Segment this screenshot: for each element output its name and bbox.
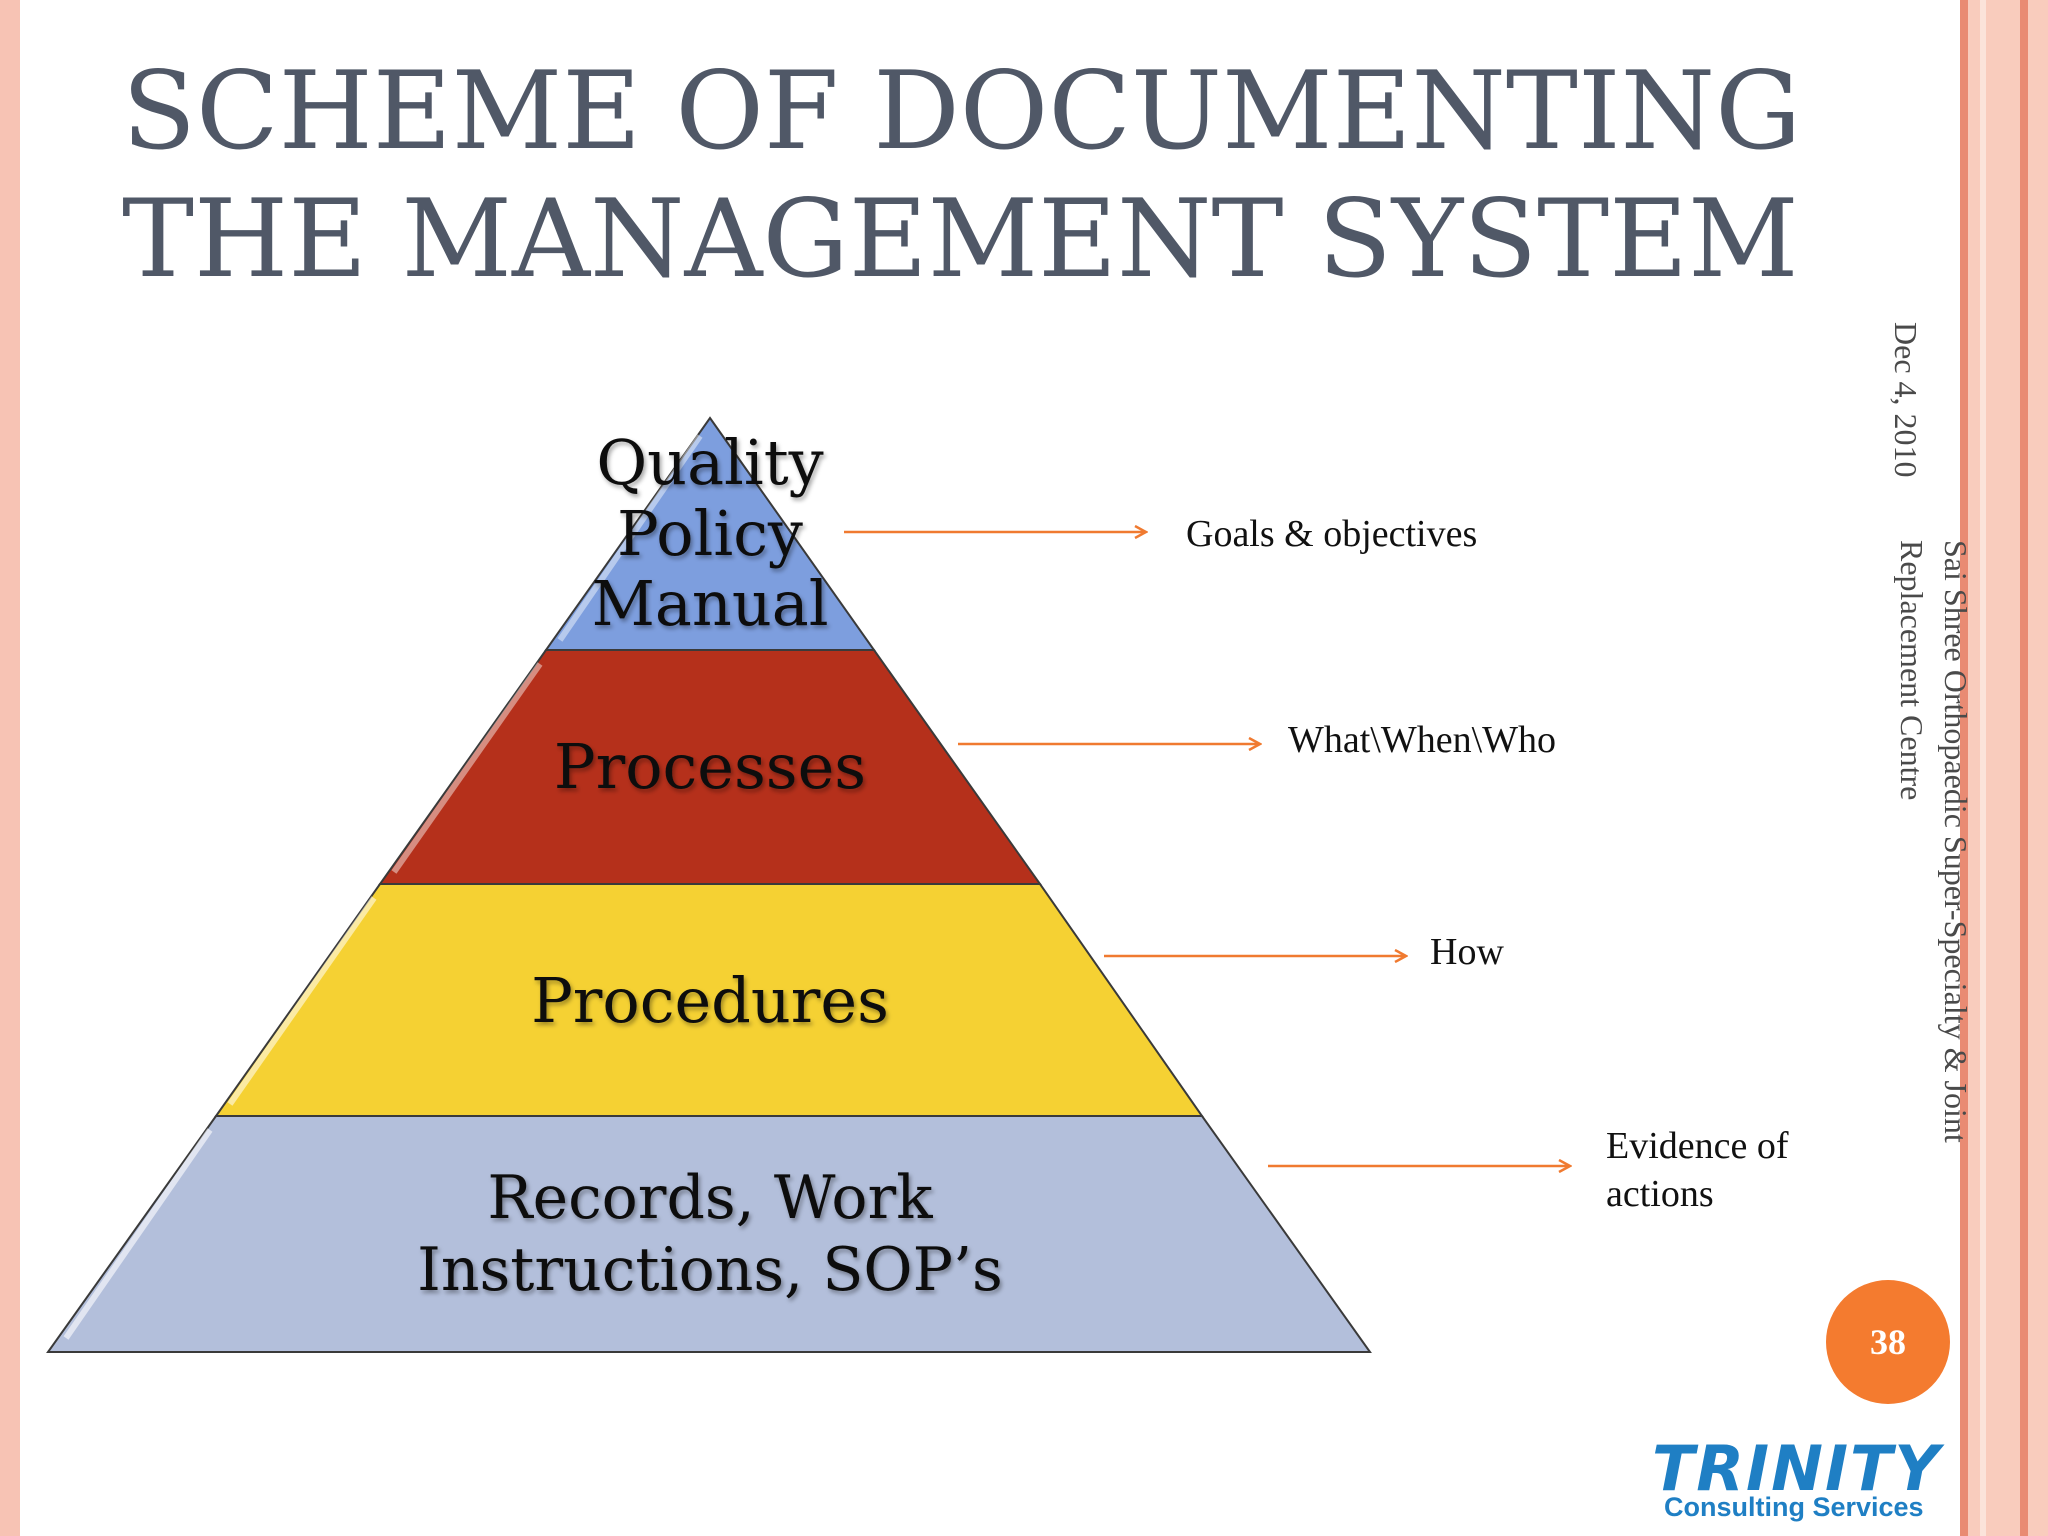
pyramid-level-3-label: Procedures: [531, 964, 889, 1037]
level-3-description: How: [1430, 931, 1504, 973]
logo-subtitle: Consulting Services: [1664, 1492, 1924, 1522]
logo-wordmark: TRINITY: [1652, 1432, 1942, 1505]
slide-title-line-2: THE MANAGEMENT SYSTEM: [122, 177, 1799, 302]
slide-title-line-1: SCHEME OF DOCUMENTING: [122, 49, 1802, 174]
pyramid-level-1-label-line-3: Manual: [591, 567, 828, 640]
level-4-description-line-1: Evidence of: [1606, 1125, 1789, 1167]
level-2-description: What\When\Who: [1288, 719, 1557, 761]
slide-date: Dec 4, 2010: [1888, 322, 1924, 478]
right-decorative-border: [1960, 0, 2048, 1536]
pyramid-level-4-shape: [46, 1115, 1372, 1353]
pyramid-level-2-label: Processes: [554, 730, 866, 803]
left-decorative-border: [0, 0, 20, 1536]
slide-organization: Sai Shree Orthopaedic Super-Specialty & …: [1894, 540, 1974, 1143]
level-1-description: Goals & objectives: [1186, 513, 1478, 555]
slide-footer-vertical: Dec 4, 2010 Sai Shree Orthopaedic Super-…: [1884, 322, 1974, 1222]
page-number-badge: 38: [1826, 1280, 1950, 1404]
level-4-description-line-2: actions: [1606, 1173, 1714, 1215]
pyramid-level-4-label-line-2: Instructions, SOP’s: [417, 1235, 1003, 1305]
trinity-logo: TRINITY Consulting Services: [1652, 1432, 1952, 1524]
level-4-description: Evidence of actions: [1606, 1122, 1789, 1218]
pyramid-level-1-label-line-2: Policy: [617, 497, 803, 570]
pyramid-level-1-label-line-1: Quality: [596, 426, 823, 499]
pyramid-level-4-label-line-1: Records, Work: [487, 1163, 933, 1233]
slide-title: SCHEME OF DOCUMENTING THE MANAGEMENT SYS…: [122, 48, 1802, 304]
